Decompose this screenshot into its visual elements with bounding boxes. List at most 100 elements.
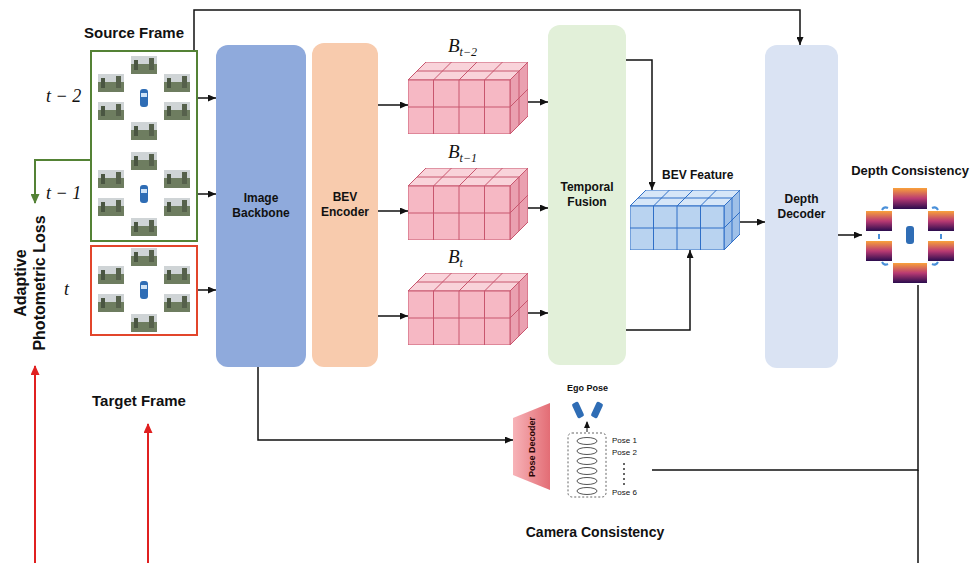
- illustration-part: [577, 488, 597, 495]
- illustration-part: [590, 401, 603, 418]
- grid-top: [408, 62, 528, 80]
- grid-line: [519, 177, 520, 231]
- grid-line: [732, 198, 733, 242]
- grid-line: [519, 71, 520, 125]
- illustration-part: [932, 262, 938, 265]
- grid-top: [630, 190, 740, 206]
- grid-line: [408, 213, 510, 214]
- decoder-box: Depth Decoder: [765, 45, 838, 368]
- grid-cube: [630, 190, 740, 250]
- grid-front: [408, 80, 510, 134]
- time-label: t − 2: [46, 86, 81, 107]
- grid-line: [519, 282, 520, 336]
- grid-side: [510, 273, 528, 345]
- illustration-part: [577, 478, 597, 485]
- pose-caption: Ego Pose: [567, 383, 608, 393]
- illustration-part: [98, 248, 190, 332]
- illustration-part: [893, 188, 927, 209]
- connector-arrow: [378, 315, 408, 317]
- feature-symbol: Bt−1: [448, 141, 477, 166]
- illustration-part: [623, 468, 625, 470]
- depth-maps: [866, 188, 954, 283]
- backbone-box: Image Backbone: [216, 45, 306, 367]
- illustration-part: [940, 234, 942, 239]
- illustration-part: [147, 424, 149, 563]
- grid-side: [510, 168, 528, 240]
- connector-arrow: [378, 210, 408, 212]
- illustration-part: [623, 473, 625, 475]
- block-label: Temporal Fusion: [552, 180, 622, 210]
- illustration-part: [623, 478, 625, 480]
- illustration-part: [882, 262, 888, 265]
- block-label: BEV Encoder: [316, 190, 374, 220]
- pose-decoder-trapezoid: Pose Decoder: [513, 403, 550, 490]
- connector-arrow: [198, 193, 216, 195]
- frame-heading: Target Frame: [92, 392, 186, 409]
- pose-label: Pose 6: [612, 488, 637, 497]
- trapezoid-fill: [513, 403, 550, 490]
- feature-symbol: Bt: [448, 246, 463, 271]
- camera-rigs: [98, 56, 190, 332]
- encoder-box: BEV Encoder: [312, 43, 378, 367]
- target-frame-box: Target Frame: [90, 245, 198, 336]
- illustration-part: [866, 211, 892, 231]
- grid-line: [638, 198, 732, 199]
- source-frame-box: Source Frame: [90, 50, 198, 242]
- connector-arrow: [626, 60, 652, 190]
- connector-arrow: [528, 101, 548, 103]
- illustration-part: [882, 207, 888, 210]
- consistency-wire: [917, 470, 919, 563]
- grid-line: [630, 228, 724, 229]
- connector-arrow: [740, 221, 765, 223]
- bev-feature-grid: BEV Feature: [630, 190, 740, 250]
- illustration-part: [98, 152, 190, 236]
- connector-arrow: [378, 104, 408, 106]
- symbol-base: B: [448, 246, 460, 267]
- block-label: Depth Decoder: [769, 192, 834, 222]
- feature-symbol: Bt−2: [448, 35, 477, 60]
- loss-label: Adaptive Photometric Loss: [11, 208, 49, 358]
- illustration-part: [577, 458, 597, 465]
- bev-grid: Bt−2: [408, 62, 528, 134]
- grid-line: [417, 282, 519, 283]
- panel-heading: Depth Consistency: [851, 163, 969, 178]
- illustration-part: [878, 234, 880, 239]
- grid-front: [408, 186, 510, 240]
- illustration-part: [571, 401, 584, 418]
- block-label: Image Backbone: [220, 191, 302, 221]
- illustration-part: [35, 160, 90, 203]
- depth-consistency-panel: Depth Consistency: [862, 185, 958, 285]
- grid-heading: BEV Feature: [662, 168, 733, 182]
- time-label: t: [64, 279, 69, 300]
- connector-arrow: [198, 97, 216, 99]
- pose-label: Pose 2: [612, 448, 637, 457]
- symbol-base: B: [448, 35, 460, 56]
- ego-cars: [571, 401, 603, 432]
- illustration-part: [577, 468, 597, 475]
- illustration-part: [34, 366, 36, 563]
- symbol-subscript: t: [460, 256, 463, 270]
- grid-top: [408, 273, 528, 291]
- grid-front: [630, 206, 724, 250]
- illustration-part: [98, 56, 190, 140]
- illustration-part: [590, 401, 603, 418]
- section-label: Camera Consistency: [526, 524, 665, 540]
- connector-arrow: [198, 289, 216, 291]
- illustration-part: [577, 448, 597, 455]
- illustration-part: [866, 241, 892, 261]
- bev-grid: Bt: [408, 273, 528, 345]
- grid-line: [408, 107, 510, 108]
- pose-list: Pose 1Pose 2Pose 6: [566, 430, 652, 502]
- grid-cube: [408, 168, 528, 240]
- grid-cube: [408, 273, 528, 345]
- illustration-part: [932, 207, 938, 210]
- bev-grid: Bt−1: [408, 168, 528, 240]
- symbol-base: B: [448, 141, 460, 162]
- grid-line: [408, 318, 510, 319]
- grid-line: [417, 71, 519, 72]
- grid-front: [408, 291, 510, 345]
- fusion-box: Temporal Fusion: [548, 25, 626, 365]
- illustration-part: [893, 263, 927, 283]
